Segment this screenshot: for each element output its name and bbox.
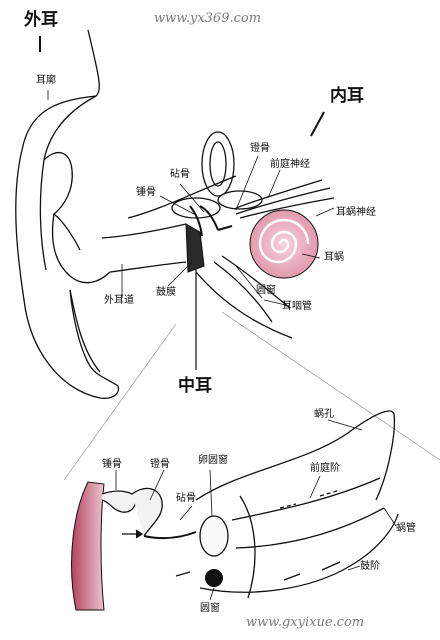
cochlear-duct-outline bbox=[231, 477, 385, 549]
leader-detail-incus bbox=[179, 505, 193, 521]
label-cochlear-nerve: 耳蜗神经 bbox=[336, 207, 376, 218]
detail-label-malleus: 锤骨 bbox=[102, 459, 122, 470]
external-ear bbox=[15, 29, 293, 399]
label-eardrum: 鼓膜 bbox=[156, 287, 176, 298]
label-stapes: 镫骨 bbox=[250, 143, 270, 154]
watermark-bottom: www.gxyixue.com bbox=[246, 615, 365, 630]
detail-label-scala-tympani: 鼓阶 bbox=[360, 561, 380, 572]
middle-inner-structures bbox=[171, 131, 335, 237]
stapes-bone bbox=[217, 225, 233, 231]
separator-line-right bbox=[221, 311, 440, 461]
leader-stapes bbox=[235, 155, 259, 211]
leader-round-window bbox=[235, 265, 263, 299]
detail-stapes bbox=[143, 531, 197, 540]
leader-vestibular-nerve bbox=[267, 169, 281, 199]
scala-arrows-bottom bbox=[283, 561, 341, 581]
pinna-outline bbox=[15, 29, 120, 399]
label-eustachian-tube: 耳咽管 bbox=[282, 301, 312, 312]
canal-upper bbox=[101, 223, 187, 239]
middle-ear-heading: 中耳 bbox=[178, 376, 212, 396]
detail-arrow-out bbox=[175, 571, 191, 577]
leader-eustachian bbox=[263, 299, 291, 307]
detail-label-helicotrema: 蜗孔 bbox=[314, 409, 334, 420]
label-cochlea: 耳蜗 bbox=[324, 252, 344, 263]
malleus-bone bbox=[189, 205, 203, 237]
cochlea bbox=[249, 209, 319, 279]
skull-line bbox=[127, 175, 293, 339]
cochlea-lower-outline bbox=[199, 513, 399, 593]
leader-detail-round-window bbox=[209, 587, 215, 601]
leader-cochlear-nerve bbox=[315, 207, 335, 217]
label-malleus: 锤骨 bbox=[136, 187, 156, 198]
inner-ear-heading: 内耳 bbox=[330, 86, 364, 106]
cochlea-spiral bbox=[258, 218, 310, 264]
eardrum-shape bbox=[185, 223, 205, 273]
leader-helicotrema bbox=[327, 419, 363, 431]
leader-incus bbox=[179, 183, 205, 213]
leader-lines-detail bbox=[115, 419, 397, 601]
leader-cochlear-duct bbox=[383, 507, 397, 527]
incus-bone bbox=[199, 205, 219, 231]
detail-label-incus: 砧骨 bbox=[176, 493, 196, 504]
semicircular-canal-2 bbox=[209, 141, 227, 187]
watermark-top: www.yx369.com bbox=[154, 11, 262, 26]
leader-malleus bbox=[159, 195, 195, 215]
scala-arrows-top bbox=[279, 489, 341, 509]
leader-oval-window bbox=[209, 469, 213, 517]
label-ear-canal: 外耳道 bbox=[104, 295, 134, 306]
detail-incus bbox=[131, 487, 163, 537]
detail-round-window bbox=[205, 569, 223, 587]
helix-inner bbox=[39, 95, 97, 271]
label-round-window: 圆窗 bbox=[256, 285, 276, 296]
canal-lower bbox=[109, 261, 187, 273]
detail-malleus bbox=[101, 490, 137, 513]
concha bbox=[51, 213, 111, 284]
lobule-detail bbox=[69, 289, 101, 373]
detail-view bbox=[71, 410, 399, 611]
detail-eardrum bbox=[71, 481, 105, 611]
label-incus: 砧骨 bbox=[170, 169, 190, 180]
detail-arrow-in-head bbox=[135, 529, 144, 539]
leader-detail-stapes bbox=[149, 469, 165, 501]
label-vestibular-nerve: 前庭神经 bbox=[270, 159, 310, 170]
inner-ear-tick bbox=[310, 111, 325, 137]
cochlea-upper-outline bbox=[195, 410, 396, 501]
leader-scala-vestibuli bbox=[309, 475, 321, 499]
outer-ear-heading: 外耳 bbox=[24, 10, 58, 30]
tube-line-1 bbox=[213, 261, 273, 323]
antihelix bbox=[43, 151, 81, 251]
leader-eardrum bbox=[167, 261, 193, 287]
semicircular-canal-4 bbox=[217, 190, 263, 210]
detail-label-stapes: 镫骨 bbox=[150, 459, 170, 470]
detail-label-oval-window: 卵圆窗 bbox=[198, 455, 228, 466]
label-pinna: 耳廓 bbox=[36, 75, 56, 86]
detail-label-cochlear-duct: 蜗管 bbox=[396, 523, 416, 534]
semicircular-canal-1 bbox=[201, 131, 235, 197]
detail-label-round-window: 圆窗 bbox=[200, 603, 220, 614]
leader-cochlea bbox=[301, 253, 321, 259]
separator-line-left bbox=[63, 323, 177, 481]
tube-line-2 bbox=[221, 255, 291, 309]
leader-scala-tympani bbox=[347, 565, 361, 571]
detail-oval-window bbox=[199, 515, 229, 557]
detail-divider bbox=[239, 495, 256, 599]
leader-lines-top bbox=[47, 90, 335, 307]
detail-label-scala-vestibuli: 前庭阶 bbox=[310, 463, 340, 474]
nerve-bundle bbox=[235, 179, 335, 219]
